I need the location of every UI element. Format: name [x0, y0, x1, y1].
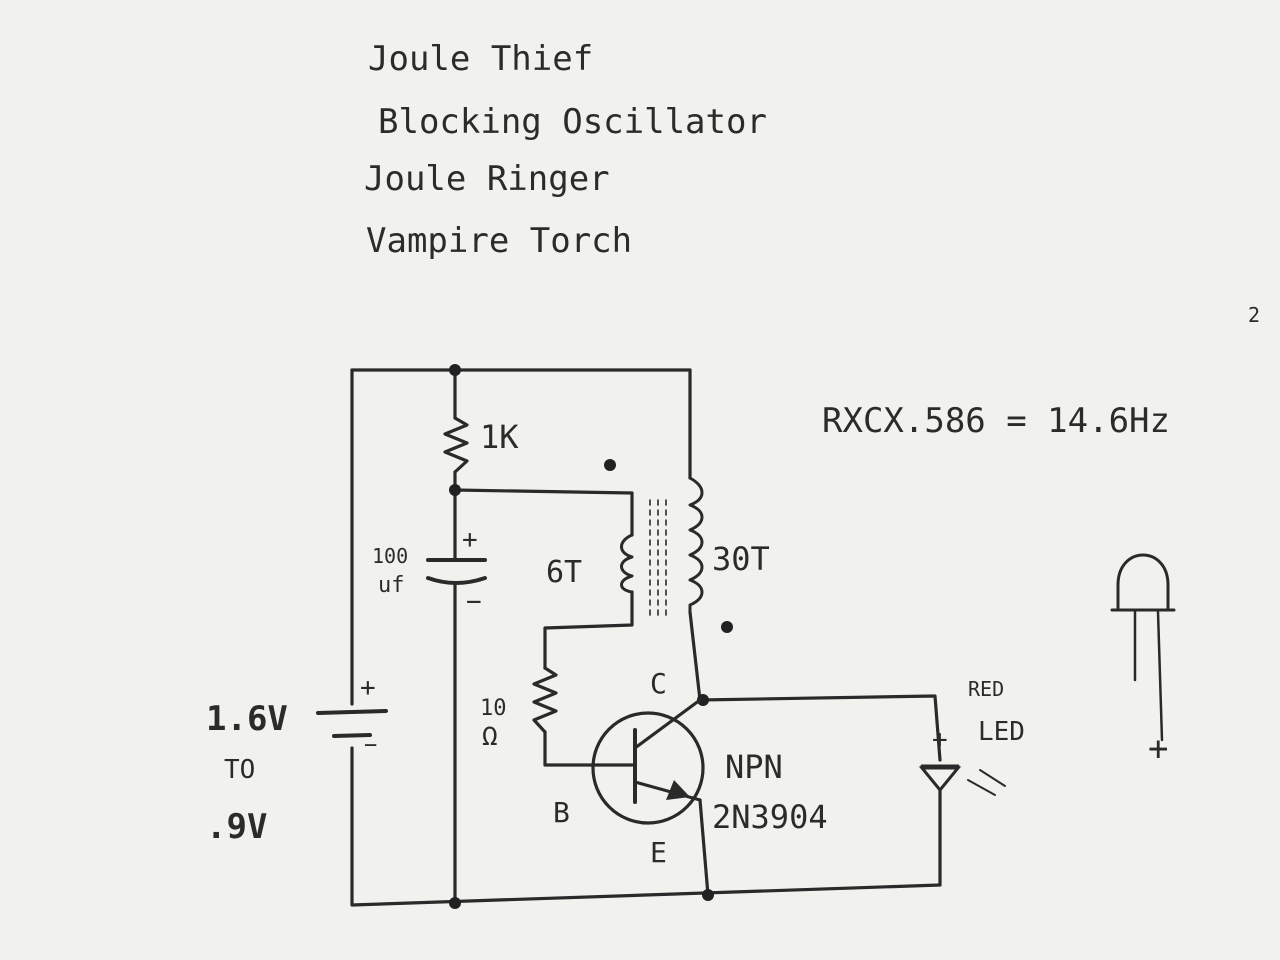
transformer-core — [649, 499, 667, 619]
base-label: B — [553, 796, 570, 829]
led-top-wire — [698, 694, 942, 762]
led-sketch-plus: + — [1148, 729, 1168, 769]
capacitor-minus: − — [466, 587, 482, 617]
led-plus: + — [932, 725, 948, 755]
title-blocking-oscillator: Blocking Oscillator — [378, 102, 767, 142]
voltage-high-label: 1.6V — [206, 699, 288, 739]
collector-wire — [688, 610, 702, 702]
resistor-1k: 1K — [443, 416, 519, 474]
resistor-10-ohm: 10 Ω — [480, 666, 558, 752]
title-joule-ringer: Joule Ringer — [364, 159, 610, 199]
edge-mark: 2 — [1248, 303, 1260, 327]
emitter-label: E — [650, 836, 667, 869]
transistor-body — [591, 711, 705, 825]
junction-dots — [449, 364, 733, 909]
capacitor-plus: + — [462, 525, 478, 555]
junction-dot — [697, 694, 709, 706]
bottom-rail-wire — [350, 746, 942, 907]
capacitor-value-bottom: uf — [378, 573, 405, 598]
junction-dot — [449, 364, 461, 376]
capacitor-value-top: 100 — [372, 544, 408, 568]
junction-dot — [702, 889, 714, 901]
led-light-arrows — [967, 769, 1006, 796]
secondary-coil-label: 30T — [712, 540, 770, 578]
voltage-to-label: TO — [224, 755, 255, 785]
title-block: Joule Thief Blocking Oscillator Joule Ri… — [364, 39, 767, 261]
resistor-1k-zigzag — [443, 416, 469, 474]
transistor-type-label: NPN — [725, 748, 783, 786]
led-sketch-long-lead — [1156, 610, 1164, 742]
emitter-wire — [698, 798, 710, 897]
frequency-formula: RXCX.586 = 14.6Hz — [822, 401, 1170, 441]
junction-dot — [449, 897, 461, 909]
transformer: 6T 30T — [546, 476, 770, 619]
battery-long-plate — [316, 709, 388, 715]
junction-dot — [449, 484, 461, 496]
transistor-part-label: 2N3904 — [712, 798, 828, 836]
led-triangle — [918, 766, 962, 793]
battery-short-plate — [332, 733, 372, 738]
title-vampire-torch: Vampire Torch — [366, 221, 632, 261]
capacitor-100uf: 100 uf + − — [372, 525, 487, 617]
coil-phase-dot — [604, 459, 616, 471]
primary-coil-label: 6T — [546, 555, 582, 590]
title-joule-thief: Joule Thief — [368, 39, 593, 79]
led-diode: + LED RED — [918, 677, 1025, 796]
faint-red-label: RED — [968, 677, 1004, 701]
resistor-10-unit: Ω — [482, 722, 498, 752]
primary-coil-top-wire — [453, 488, 634, 537]
led-label: LED — [978, 717, 1025, 747]
voltage-low-label: .9V — [206, 807, 267, 847]
circuit-wiring — [350, 368, 942, 907]
base-wire — [543, 730, 634, 767]
battery-plus: + — [360, 673, 376, 703]
resistor-10-value: 10 — [480, 696, 507, 721]
led-sketch: + — [1110, 553, 1176, 769]
resistor-1k-label: 1K — [480, 418, 519, 456]
capacitor-bottom-plate — [426, 576, 487, 585]
transistor-emitter-arrow — [666, 780, 690, 800]
primary-coil — [620, 533, 634, 594]
collector-label: C — [650, 667, 667, 700]
coil-phase-dot — [721, 621, 733, 633]
primary-coil-bottom-wire — [543, 590, 634, 670]
led-sketch-dome — [1116, 553, 1170, 612]
transistor-collector-leg — [633, 698, 702, 750]
secondary-coil — [688, 476, 704, 614]
npn-transistor: C B E NPN 2N3904 — [553, 667, 828, 869]
battery-minus: − — [364, 733, 377, 758]
battery: + − 1.6V TO .9V — [206, 673, 388, 847]
resistor-10-zigzag — [532, 666, 558, 734]
